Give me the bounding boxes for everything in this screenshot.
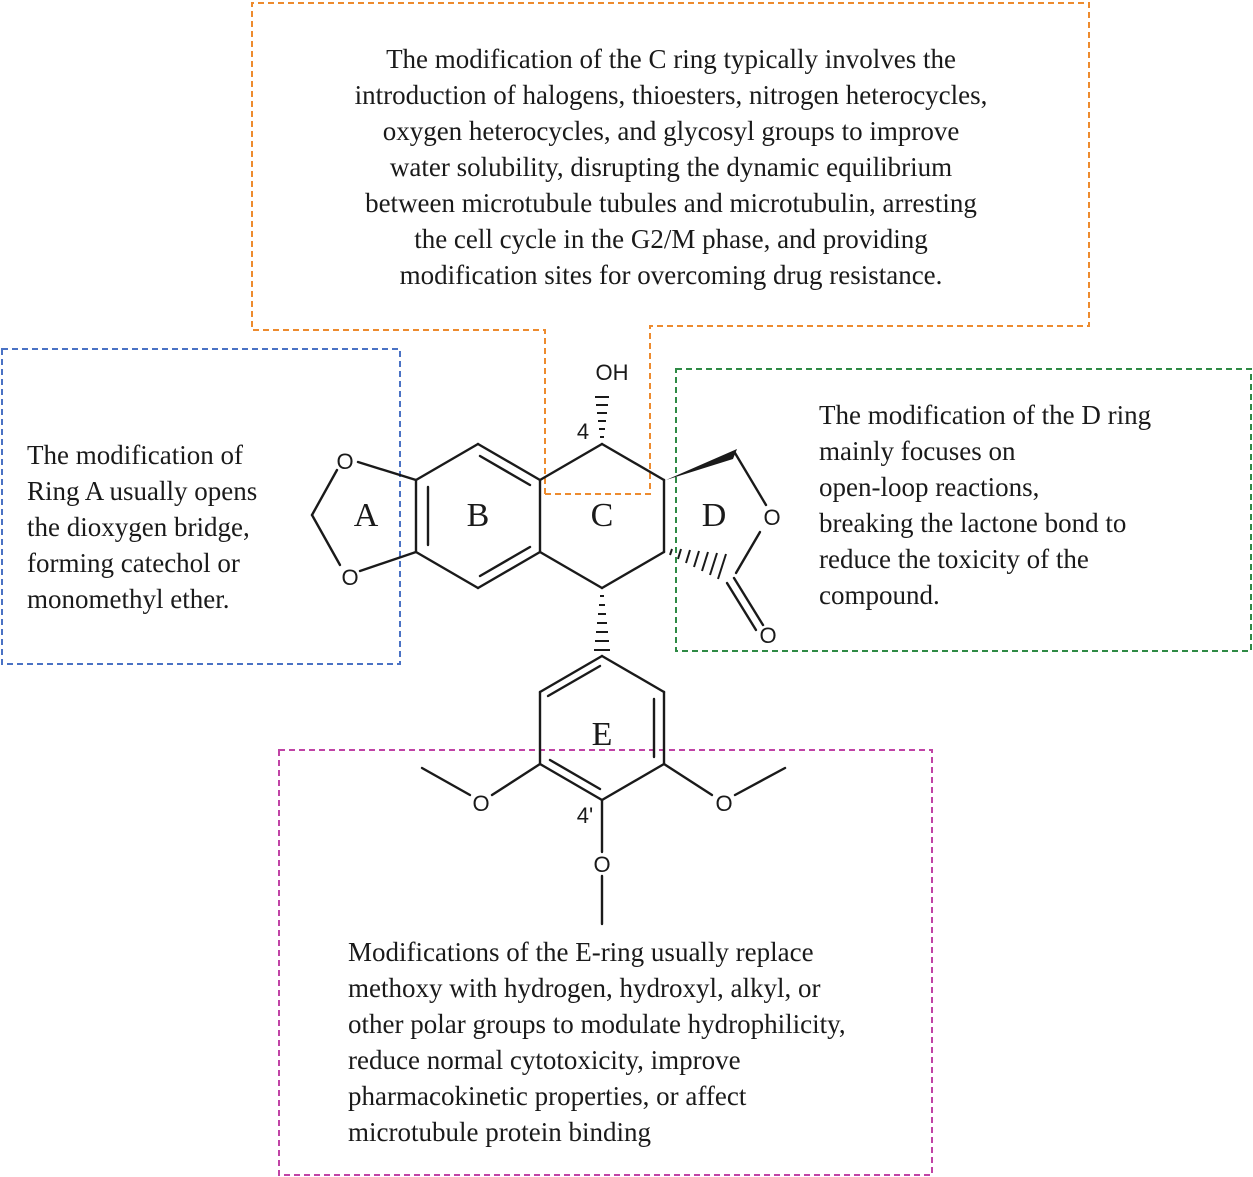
c-ring-line-6: the cell cycle in the G2/M phase, and pr… bbox=[414, 224, 928, 254]
bond-c1 bbox=[538, 442, 604, 482]
a-ring-line-3: the dioxygen bridge, bbox=[27, 512, 250, 542]
bond-e4 bbox=[538, 762, 604, 802]
bond-b1 bbox=[476, 442, 542, 482]
atom-o-methoxy-right: O bbox=[715, 791, 732, 816]
bond-c2 bbox=[600, 442, 666, 482]
c-ring-line-4: water solubility, disrupting the dynamic… bbox=[389, 152, 953, 182]
e-ring-line-1: Modifications of the E-ring usually repl… bbox=[348, 937, 814, 967]
e-ring-line-5: pharmacokinetic properties, or affect bbox=[348, 1081, 747, 1111]
e-ring-line-3: other polar groups to modulate hydrophil… bbox=[348, 1009, 846, 1039]
bond-a4 bbox=[358, 550, 418, 573]
c-ring-line-3: oxygen heterocycles, and glycosyl groups… bbox=[382, 116, 960, 146]
bond-e-inner-3 bbox=[548, 758, 602, 791]
e-ring-annotation-box bbox=[278, 749, 933, 1176]
c-ring-line-1: The modification of the C ring typically… bbox=[386, 44, 956, 74]
ring-label-a: A bbox=[354, 497, 379, 534]
bond-ome-left-1 bbox=[490, 762, 542, 797]
c-ring-line-2: introduction of halogens, thioesters, ni… bbox=[354, 80, 988, 110]
atom-o-methoxy-left: O bbox=[472, 791, 489, 816]
hash-bond-c2-carbonyl bbox=[669, 548, 727, 580]
bond-b6 bbox=[414, 442, 480, 482]
ring-label-e: E bbox=[592, 716, 613, 753]
bond-c5 bbox=[538, 550, 604, 590]
position-4-label: 4 bbox=[577, 419, 589, 444]
bond-b-inner-2 bbox=[478, 545, 532, 578]
atom-oh-label: OH bbox=[596, 360, 629, 385]
c-ring-line-7: modification sites for overcoming drug r… bbox=[399, 260, 943, 290]
a-ring-line-1: The modification of bbox=[27, 440, 243, 470]
e-ring-annotation-text: Modifications of the E-ring usually repl… bbox=[348, 934, 933, 1150]
ring-label-c: C bbox=[591, 497, 614, 534]
d-ring-line-2: mainly focuses on bbox=[819, 436, 1016, 466]
d-ring-line-1: The modification of the D ring bbox=[819, 400, 1152, 430]
ring-label-b: B bbox=[467, 497, 490, 534]
e-ring-line-2: methoxy with hydrogen, hydroxyl, alkyl, … bbox=[348, 973, 821, 1003]
hash-bond-c4-oh bbox=[595, 396, 609, 438]
d-ring-line-5: reduce the toxicity of the bbox=[819, 544, 1089, 574]
bond-ome-right-2 bbox=[733, 766, 787, 797]
position-4-prime-label: 4' bbox=[577, 803, 593, 828]
bond-b-inner-1 bbox=[478, 454, 532, 487]
c-ring-annotation-text: The modification of the C ring typically… bbox=[255, 41, 1087, 293]
a-ring-line-2: Ring A usually opens bbox=[27, 476, 258, 506]
d-ring-line-4: breaking the lactone bond to bbox=[819, 508, 1127, 538]
a-ring-annotation-box bbox=[1, 348, 401, 665]
ring-label-d: D bbox=[702, 497, 727, 534]
a-ring-annotation-text: The modification of Ring A usually opens… bbox=[27, 437, 397, 617]
bond-a3 bbox=[310, 513, 342, 567]
d-ring-annotation-text: The modification of the D ring mainly fo… bbox=[819, 397, 1249, 613]
bond-d1 bbox=[733, 451, 768, 507]
bond-a1 bbox=[356, 460, 418, 482]
bond-b3 bbox=[476, 550, 542, 590]
atom-o-methoxy-bottom: O bbox=[593, 852, 610, 877]
bond-d-carbonyl-1 bbox=[732, 576, 765, 627]
a-ring-line-5: monomethyl ether. bbox=[27, 584, 230, 614]
atom-o-lactone-ring: O bbox=[763, 505, 780, 530]
bond-c4 bbox=[600, 550, 666, 590]
e-ring-line-4: reduce normal cytotoxicity, improve bbox=[348, 1045, 741, 1075]
atom-o-carbonyl: O bbox=[759, 623, 776, 648]
bond-a2 bbox=[310, 468, 339, 517]
bond-d-carbonyl-2 bbox=[725, 581, 758, 632]
d-ring-line-3: open-loop reactions, bbox=[819, 472, 1040, 502]
d-ring-annotation-box bbox=[675, 368, 1252, 652]
bond-d2 bbox=[734, 530, 762, 575]
e-ring-line-6: microtubule protein binding bbox=[348, 1117, 651, 1147]
atom-o-dioxole-bottom: O bbox=[341, 565, 358, 590]
bond-e6 bbox=[538, 654, 604, 694]
bond-e3 bbox=[600, 762, 666, 802]
d-ring-line-6: compound. bbox=[819, 580, 940, 610]
wedge-bond-c3-ch2 bbox=[666, 449, 737, 480]
bond-e-inner-1 bbox=[546, 664, 602, 698]
bond-ome-right-1 bbox=[662, 762, 714, 797]
bond-e1 bbox=[600, 654, 666, 694]
atom-o-dioxole-top: O bbox=[336, 449, 353, 474]
bond-b4 bbox=[414, 550, 480, 590]
c-ring-line-5: between microtubule tubules and microtub… bbox=[365, 188, 977, 218]
hash-bond-c1-aryl bbox=[594, 595, 610, 651]
c-ring-annotation-box bbox=[251, 2, 1090, 495]
bond-ome-left-2 bbox=[420, 766, 472, 797]
a-ring-line-4: forming catechol or bbox=[27, 548, 240, 578]
